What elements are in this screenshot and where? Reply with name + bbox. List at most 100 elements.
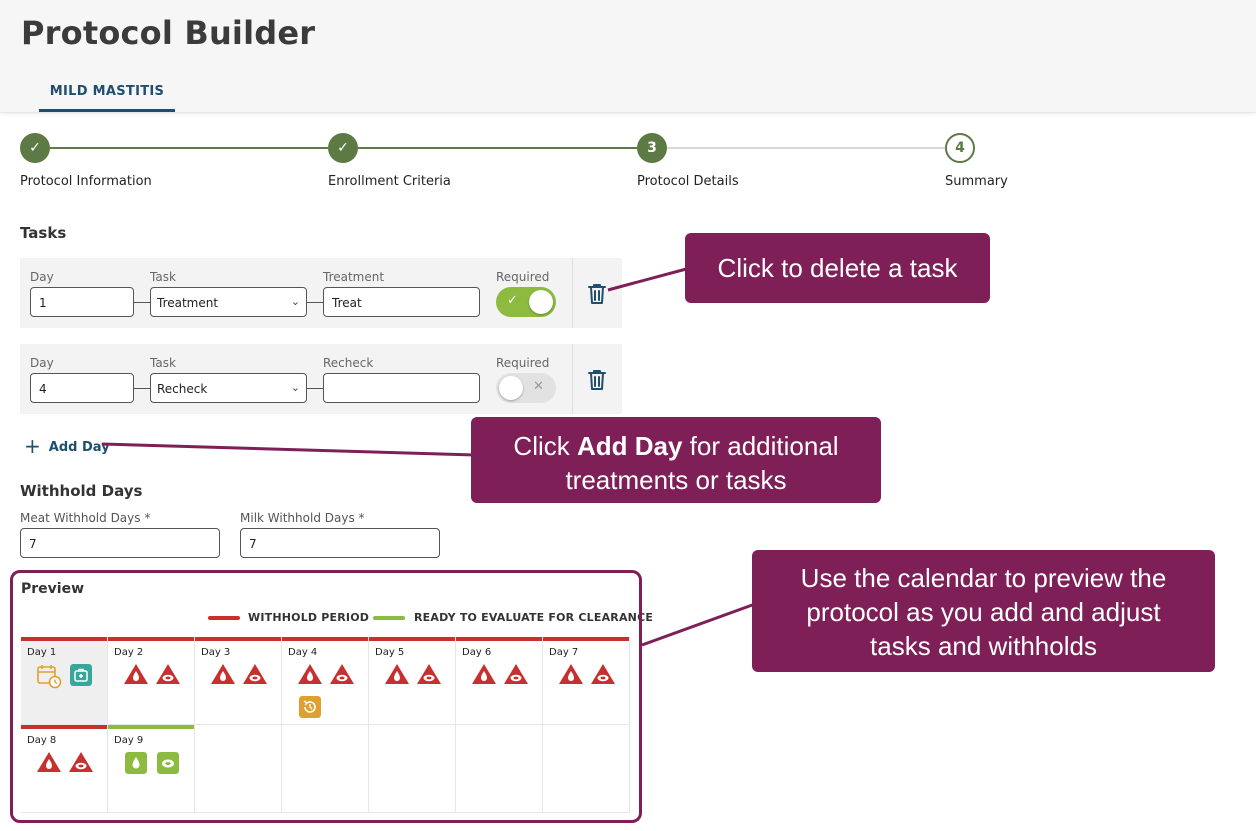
calendar-callout: Use the calendar to preview the protocol… (752, 550, 1215, 672)
withhold-legend-label: WITHHOLD PERIOD (248, 611, 370, 624)
calendar-day-cell (282, 725, 369, 813)
preview-heading: Preview (21, 581, 85, 597)
calendar-day-cell: Day 1 (21, 637, 108, 725)
milk-withhold-input[interactable]: 7 (240, 528, 440, 558)
toggle-knob (529, 290, 553, 314)
calendar-day-label: Day 4 (288, 647, 318, 658)
task-row: Day Task Recheck Required 4 Recheck ⌄ ✕ (20, 344, 622, 414)
calendar-day-cell: Day 6 (456, 637, 543, 725)
check-icon: ✓ (507, 293, 518, 308)
chevron-down-icon: ⌄ (290, 295, 300, 308)
meat-warning-icon (417, 664, 441, 684)
step-connector (667, 147, 945, 149)
calendar-callout-text: tasks and withholds (870, 631, 1097, 661)
required-label: Required (496, 270, 550, 284)
calendar-day-cell: Day 9 (108, 725, 195, 813)
step-label-enrollment-criteria[interactable]: Enrollment Criteria (328, 174, 451, 189)
close-icon: ✕ (533, 379, 544, 394)
task-label: Task (150, 270, 176, 284)
calendar-callout-text: protocol as you add and adjust (806, 597, 1161, 627)
page-title: Protocol Builder (21, 14, 316, 52)
milk-warning-icon (298, 664, 322, 684)
step-1-check-icon[interactable]: ✓ (20, 133, 50, 163)
required-toggle[interactable]: ✕ (496, 373, 556, 403)
chevron-down-icon: ⌄ (290, 381, 300, 394)
delete-task-callout: Click to delete a task (685, 233, 990, 303)
withhold-bar (21, 637, 107, 641)
calendar-day-label: Day 2 (114, 647, 144, 658)
calendar-pointer-line (641, 602, 756, 647)
calendar-day-label: Day 7 (549, 647, 579, 658)
treatment-input[interactable]: Treat (323, 287, 480, 317)
step-3-marker[interactable]: 3 (637, 133, 667, 163)
trash-icon[interactable] (585, 368, 609, 392)
withhold-bar (195, 637, 281, 641)
tasks-heading: Tasks (20, 224, 67, 242)
task-select[interactable]: Treatment ⌄ (150, 287, 307, 317)
day-label: Day (30, 356, 54, 370)
trash-icon[interactable] (585, 282, 609, 306)
ready-bar (108, 725, 194, 729)
withhold-days-heading: Withhold Days (20, 482, 143, 500)
meat-warning-icon (69, 752, 93, 772)
step-2-check-icon[interactable]: ✓ (328, 133, 358, 163)
calendar-day-label: Day 8 (27, 735, 57, 746)
withhold-bar (369, 637, 455, 641)
add-day-callout-bold: Add Day (576, 431, 683, 461)
toggle-knob (499, 376, 523, 400)
row-divider (572, 258, 573, 328)
treatment-kit-icon (70, 664, 92, 686)
meat-withhold-input[interactable]: 7 (20, 528, 220, 558)
milk-warning-icon (211, 664, 235, 684)
step-label-summary[interactable]: Summary (945, 174, 1008, 189)
task-select-value: Recheck (157, 382, 208, 396)
treatment-label: Treatment (323, 270, 385, 284)
meat-ready-icon (157, 752, 179, 774)
calendar-day-cell: Day 4 (282, 637, 369, 725)
meat-withhold-label: Meat Withhold Days * (20, 511, 151, 525)
add-day-pointer-line (101, 442, 476, 457)
withhold-bar (108, 637, 194, 641)
add-day-callout-text: Click (513, 431, 577, 461)
meat-warning-icon (330, 664, 354, 684)
calendar-day-cell: Day 7 (543, 637, 630, 725)
day-input[interactable]: 1 (30, 287, 134, 317)
milk-withhold-label: Milk Withhold Days * (240, 511, 365, 525)
row-divider (572, 344, 573, 414)
meat-warning-icon (591, 664, 615, 684)
calendar-day-label: Day 6 (462, 647, 492, 658)
required-toggle[interactable]: ✓ (496, 287, 556, 317)
step-label-protocol-details[interactable]: Protocol Details (637, 174, 739, 189)
milk-warning-icon (124, 664, 148, 684)
tab-mild-mastitis[interactable]: MILD MASTITIS (39, 84, 175, 112)
withhold-bar (456, 637, 542, 641)
milk-warning-icon (472, 664, 496, 684)
calendar-callout-text: Use the calendar to preview the (800, 563, 1167, 593)
add-day-callout: Click Add Day for additional treatments … (471, 417, 881, 503)
task-select[interactable]: Recheck ⌄ (150, 373, 307, 403)
field-connector (134, 388, 150, 389)
step-4-marker[interactable]: 4 (945, 133, 975, 163)
calendar-day-label: Day 1 (27, 647, 57, 658)
calendar-day-cell (543, 725, 630, 813)
step-label-protocol-information[interactable]: Protocol Information (20, 174, 152, 189)
milk-warning-icon (559, 664, 583, 684)
calendar-day-cell: Day 8 (21, 725, 108, 813)
calendar-day-label: Day 5 (375, 647, 405, 658)
day-input[interactable]: 4 (30, 373, 134, 403)
recheck-input[interactable] (323, 373, 480, 403)
field-connector (307, 388, 323, 389)
add-day-button[interactable]: +Add Day (24, 434, 110, 458)
meat-warning-icon (504, 664, 528, 684)
withhold-bar (21, 725, 107, 729)
calendar-day-label: Day 3 (201, 647, 231, 658)
field-connector (134, 302, 150, 303)
page-header: Protocol Builder MILD MASTITIS (0, 0, 1256, 113)
add-day-callout-text: treatments or tasks (565, 465, 787, 495)
calendar-day-cell (456, 725, 543, 813)
task-label: Task (150, 356, 176, 370)
meat-warning-icon (243, 664, 267, 684)
delete-pointer-line (607, 266, 691, 292)
calendar-day-cell: Day 3 (195, 637, 282, 725)
